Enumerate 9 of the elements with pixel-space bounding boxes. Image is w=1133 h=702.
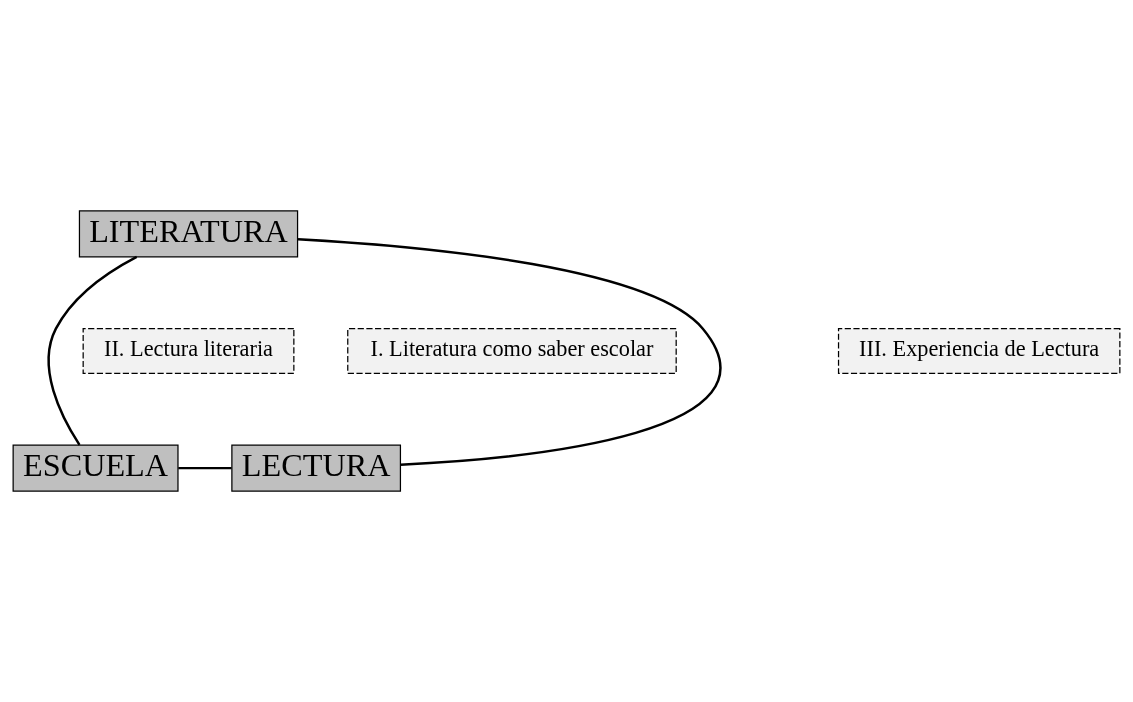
node-box: III. Experiencia de Lectura bbox=[837, 328, 1121, 374]
node-box: II. Lectura literaria bbox=[82, 328, 295, 374]
node-box: LITERATURA bbox=[78, 210, 299, 258]
connector bbox=[178, 466, 232, 470]
node-box: I. Literatura como saber escolar bbox=[347, 328, 677, 374]
node-box: LECTURA bbox=[231, 444, 402, 492]
connector bbox=[297, 237, 721, 466]
connector bbox=[47, 255, 138, 446]
node-box: ESCUELA bbox=[12, 444, 179, 492]
